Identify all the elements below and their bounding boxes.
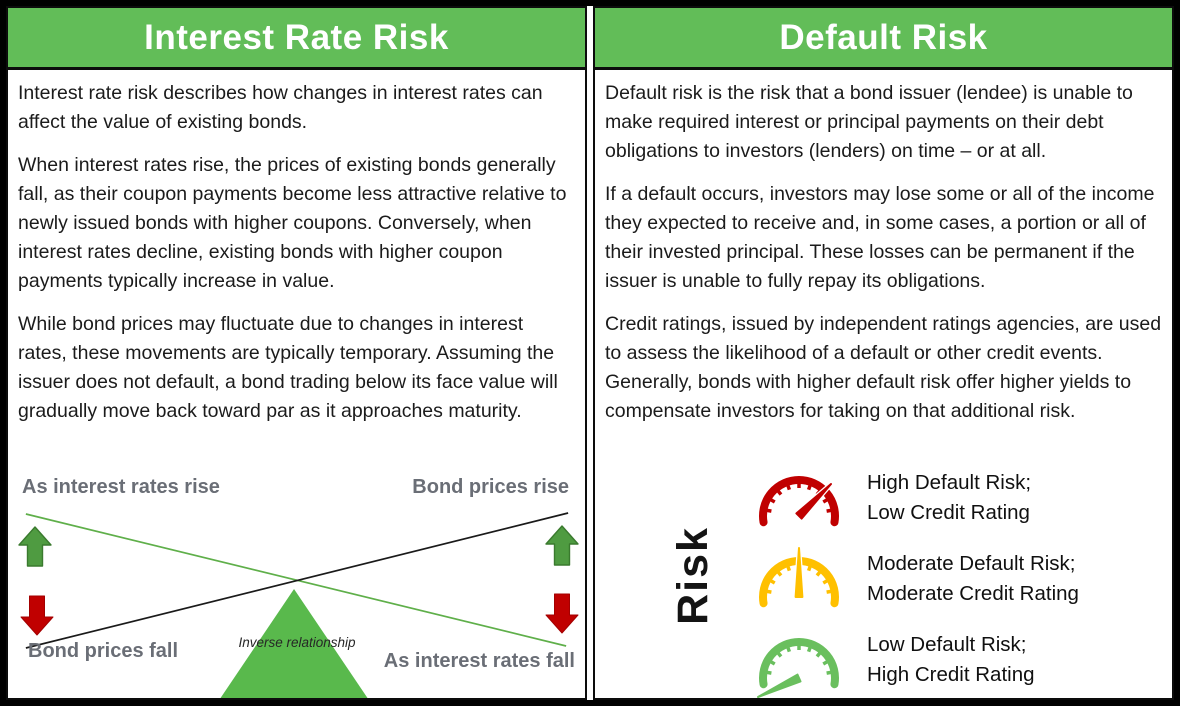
interest-rate-paragraph-1: Interest rate risk describes how changes… bbox=[18, 82, 543, 133]
low-risk-row: Low Default Risk; High Credit Rating bbox=[747, 622, 1168, 698]
moderate-risk-gauge-icon bbox=[759, 545, 839, 608]
default-risk-paragraph-1: Default risk is the risk that a bond iss… bbox=[605, 82, 1133, 162]
risk-axis-label: Risk bbox=[668, 525, 717, 625]
interest-rate-risk-body: Interest rate risk describes how changes… bbox=[8, 70, 585, 440]
default-risk-header: Default Risk bbox=[595, 8, 1172, 70]
inverse-relationship-seesaw-diagram: As interest rates rise Bond prices rise … bbox=[8, 470, 585, 698]
up-arrow-icon bbox=[18, 526, 52, 567]
high-risk-label: High Default Risk; Low Credit Rating bbox=[867, 468, 1031, 528]
interest-rate-risk-header: Interest Rate Risk bbox=[8, 8, 585, 70]
low-risk-gauge-icon bbox=[755, 637, 839, 698]
high-risk-label-line2: Low Credit Rating bbox=[867, 501, 1030, 524]
moderate-risk-row: Moderate Default Risk; Moderate Credit R… bbox=[747, 541, 1168, 617]
moderate-risk-label-line2: Moderate Credit Rating bbox=[867, 582, 1079, 605]
moderate-risk-label-line1: Moderate Default Risk; bbox=[867, 552, 1076, 575]
high-risk-gauge-icon bbox=[759, 475, 839, 527]
interest-rate-risk-panel: Interest Rate Risk Interest rate risk de… bbox=[6, 6, 587, 700]
label-as-interest-rates-rise: As interest rates rise bbox=[22, 476, 220, 498]
default-risk-panel: Default Risk Default risk is the risk th… bbox=[593, 6, 1174, 700]
interest-rate-paragraph-3: While bond prices may fluctuate due to c… bbox=[18, 313, 558, 422]
fulcrum-label: Inverse relationship bbox=[238, 635, 356, 650]
interest-rate-paragraph-2: When interest rates rise, the prices of … bbox=[18, 154, 567, 292]
label-bond-prices-fall: Bond prices fall bbox=[28, 640, 179, 662]
label-bond-prices-rise: Bond prices rise bbox=[412, 476, 569, 498]
risk-axis-label-wrap: Risk bbox=[653, 458, 733, 692]
default-risk-title: Default Risk bbox=[779, 17, 988, 57]
high-risk-row: High Default Risk; Low Credit Rating bbox=[747, 460, 1168, 536]
up-arrow-icon bbox=[545, 525, 579, 566]
default-risk-body: Default risk is the risk that a bond iss… bbox=[595, 70, 1172, 440]
down-arrow-icon bbox=[20, 595, 54, 636]
risk-gauges-diagram: Risk bbox=[595, 458, 1172, 698]
low-risk-label-line1: Low Default Risk; bbox=[867, 633, 1027, 656]
default-risk-paragraph-3: Credit ratings, issued by independent ra… bbox=[605, 313, 1162, 422]
down-arrow-icon bbox=[545, 593, 579, 634]
fulcrum-triangle bbox=[220, 589, 368, 698]
default-risk-paragraph-2: If a default occurs, investors may lose … bbox=[605, 183, 1155, 292]
interest-rate-risk-title: Interest Rate Risk bbox=[144, 17, 449, 57]
low-risk-label-line2: High Credit Rating bbox=[867, 663, 1035, 686]
low-risk-label: Low Default Risk; High Credit Rating bbox=[867, 630, 1035, 690]
bond-prices-line bbox=[25, 512, 569, 649]
label-as-interest-rates-fall: As interest rates fall bbox=[383, 650, 575, 672]
gauge-column: High Default Risk; Low Credit Rating bbox=[747, 460, 1168, 698]
high-risk-label-line1: High Default Risk; bbox=[867, 471, 1032, 494]
moderate-risk-label: Moderate Default Risk; Moderate Credit R… bbox=[867, 549, 1079, 609]
seesaw-lines-graphic bbox=[25, 512, 569, 698]
